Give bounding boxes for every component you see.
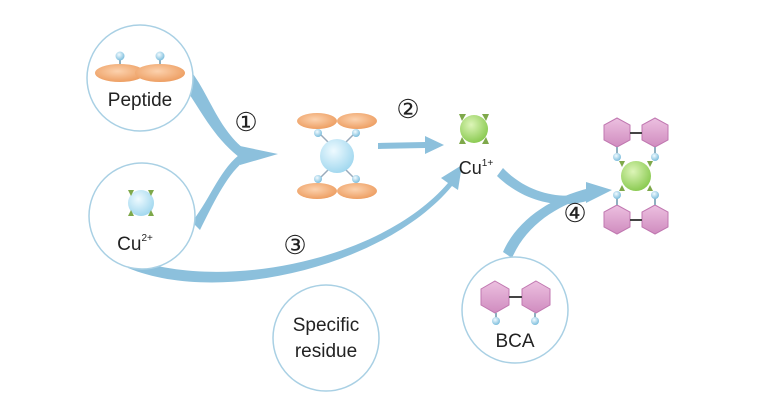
step-4-label: ④	[563, 198, 586, 228]
peptide-icon	[95, 51, 185, 82]
cu1-ion-icon	[459, 114, 489, 144]
step-3-label: ③	[283, 230, 306, 260]
cu1-label: Cu1+	[459, 158, 494, 178]
peptide-cu-complex-icon	[297, 113, 377, 199]
bca-icon	[480, 280, 551, 325]
arrow-step3	[128, 165, 462, 283]
bca-label: BCA	[495, 331, 534, 352]
arrow-step4-head	[586, 182, 612, 203]
peptide-label: Peptide	[108, 90, 172, 111]
cu2-ion-icon	[128, 190, 154, 216]
cu2-charge: 2+	[141, 233, 153, 244]
cu2-node: Cu2+	[88, 162, 196, 270]
cu2-circle	[88, 162, 196, 270]
arrow-cu2-to-merge	[192, 152, 243, 230]
arrow-step1-head	[240, 146, 278, 165]
arrow-cu1-to-product	[497, 168, 590, 205]
specific-residue-circle	[272, 284, 380, 392]
arrow-bca-to-product	[503, 188, 590, 258]
cu1-charge: 1+	[482, 158, 494, 169]
bca-cu-complex-icon	[603, 117, 669, 235]
specific-residue-label-2: residue	[295, 341, 357, 362]
specific-residue-label-1: Specific	[293, 315, 360, 336]
arrow-step2	[378, 136, 444, 154]
cu1-node: Cu1+	[459, 114, 494, 178]
step-2-label: ②	[396, 94, 419, 124]
cu2-label: Cu2+	[117, 233, 153, 255]
peptide-node: Peptide	[86, 24, 194, 132]
flow-arrows	[128, 70, 612, 283]
arrow-peptide-to-merge	[182, 70, 243, 160]
bca-node: BCA	[461, 256, 569, 364]
specific-residue-node: Specific residue	[272, 284, 380, 392]
step-1-label: ①	[234, 107, 257, 137]
bca-circle	[461, 256, 569, 364]
step-markers: ① ② ③ ④	[234, 94, 586, 260]
